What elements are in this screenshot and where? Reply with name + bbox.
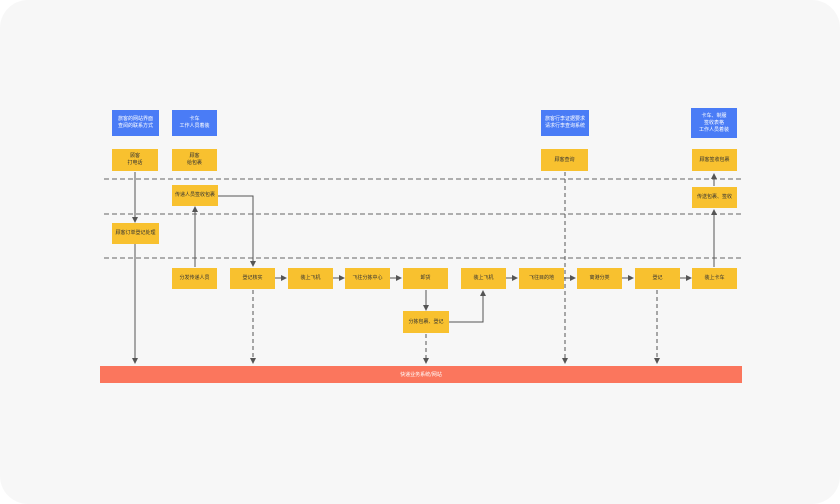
step-sort-register: 分拣包裹、登记 — [403, 311, 449, 333]
step-customer-call: 顾客 打电话 — [112, 149, 158, 171]
step-courier-signs: 传递人员签收包裹 — [172, 185, 218, 206]
system-bar: 快递业务系统/网站 — [100, 366, 742, 383]
step-unload: 卸货 — [403, 268, 448, 289]
step-load-truck: 装上卡车 — [692, 268, 737, 289]
evidence-note-3: 旅客行李证据要求 请求行李查询系统 — [541, 110, 589, 136]
step-load-plane-2: 装上飞机 — [461, 268, 506, 289]
evidence-note-1: 旅客的网站界面 查阅的联系方式 — [112, 110, 159, 136]
system-bar-label: 快递业务系统/网站 — [400, 372, 442, 378]
step-customer-hands-package: 顾客 给包裹 — [172, 149, 217, 171]
step-customer-receives: 顾客签收包裹 — [692, 149, 737, 171]
evidence-note-4: 卡车、制服 签收表格 工作人员着装 — [691, 108, 737, 138]
step-load-plane: 装上飞机 — [288, 268, 333, 289]
step-deliver-sign: 传送包裹、签收 — [692, 187, 737, 208]
arrow-pickup-to-verify — [217, 195, 256, 267]
step-verify: 登记核实 — [230, 268, 275, 289]
step-fly-destination: 飞往目的地 — [519, 268, 564, 289]
step-departure-sort: 离港分类 — [577, 268, 622, 289]
step-dispatch-courier: 分发传递人员 — [172, 268, 217, 289]
step-customer-query: 顾客查询 — [541, 149, 588, 171]
step-order-registration: 顾客订单登记处理 — [112, 223, 159, 244]
arrow-10-11 — [449, 290, 486, 323]
evidence-note-2: 卡车 工作人员着装 — [172, 110, 217, 136]
step-register: 登记 — [635, 268, 680, 289]
step-fly-sort-center: 飞往分拣中心 — [345, 268, 390, 289]
